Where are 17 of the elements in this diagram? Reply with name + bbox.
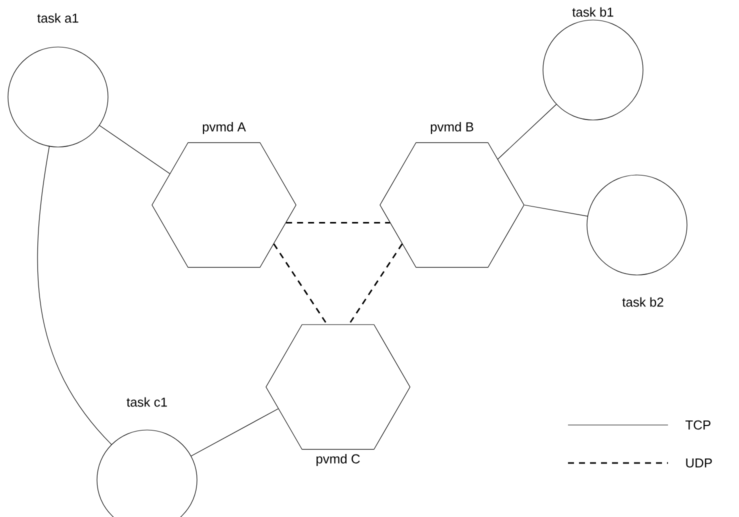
dashed-line [286, 222, 390, 224]
connector-line [99, 125, 170, 174]
node-label: task a1 [37, 13, 78, 23]
node-label: pvmd A [202, 122, 246, 134]
node-label: pvmd B [430, 122, 474, 134]
node-label: task c1 [126, 397, 167, 407]
connector-line [498, 104, 557, 160]
node-label: task b2 [622, 297, 664, 307]
node-label: task b1 [572, 7, 614, 17]
dashed-line [348, 244, 403, 325]
connector-line [524, 204, 588, 216]
dashed-line [273, 244, 328, 325]
legend-label: UDP [686, 458, 712, 468]
connector-line [190, 408, 279, 456]
legend-label: TCP [686, 420, 710, 430]
node-label: pvmd C [316, 454, 360, 466]
connector-line [37, 146, 112, 445]
